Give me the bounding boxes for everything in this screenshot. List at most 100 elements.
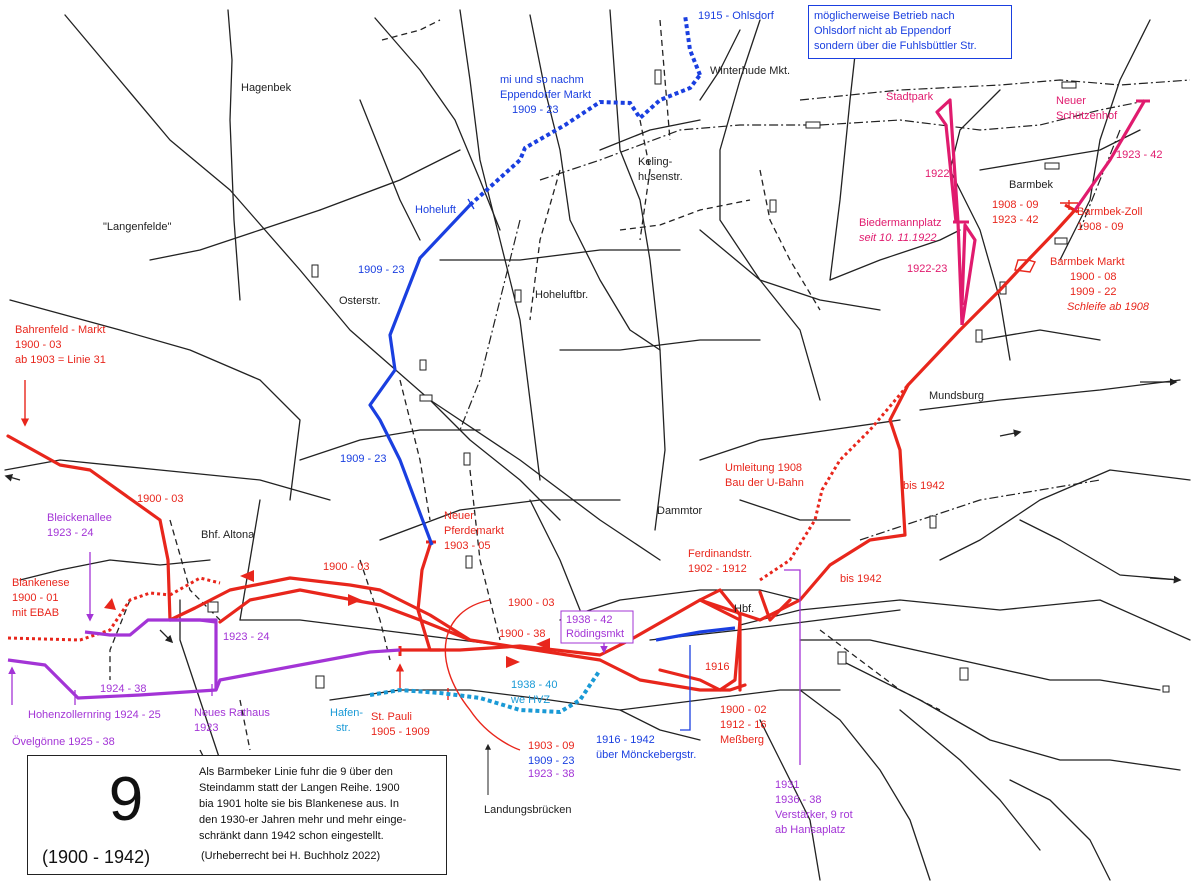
note-line: Ohlsdorf nicht ab Eppendorf — [814, 25, 951, 37]
label-bahrenfeld-3: ab 1903 = Linie 31 — [15, 354, 106, 366]
pink-route — [935, 98, 1147, 326]
label-messberg-1: 1900 - 02 — [720, 704, 766, 716]
blue-route-dotted — [468, 14, 702, 207]
label-hafenstr-1: Hafen- — [330, 707, 363, 719]
label-moenckeberg-1: 1916 - 1942 — [596, 734, 655, 746]
label-messberg-3: Meßberg — [720, 734, 764, 746]
label-barmbek-markt-1: Barmbek Markt — [1050, 256, 1125, 268]
label-umleitung-2: Bau der U-Bahn — [725, 477, 804, 489]
label-neuer-schuetzenhof-1: Neuer — [1056, 95, 1086, 107]
line-description: Als Barmbeker Linie fuhr die 9 über den … — [199, 764, 439, 844]
copyright: (Urheberrecht bei H. Buchholz 2022) — [201, 850, 381, 862]
label-years-1916: 1916 — [705, 661, 729, 673]
purple-route — [7, 618, 401, 700]
label-barmbek: Barmbek — [1009, 179, 1054, 191]
label-hoheluft: Hoheluft — [415, 204, 456, 216]
label-bhf-altona: Bhf. Altona — [201, 529, 255, 541]
label-blankenese-2: 1900 - 01 — [12, 592, 58, 604]
label-neuer-pferdemarkt-1: Neuer — [444, 510, 474, 522]
label-barmbek-zoll-years-2: 1923 - 42 — [992, 214, 1038, 226]
roedingsmkt-box — [560, 610, 634, 644]
label-eppendorf-2: Eppendorfer Markt — [500, 89, 591, 101]
base-network-dashed — [109, 19, 941, 751]
label-mundsburg: Mundsburg — [929, 390, 984, 402]
label-ohlsdorf: 1915 - Ohlsdorf — [698, 10, 775, 22]
label-years-1903-09: 1903 - 09 — [528, 740, 574, 752]
label-hbf: Hbf. — [734, 603, 754, 615]
label-blankenese-1: Blankenese — [12, 577, 70, 589]
base-network-dashdot — [459, 79, 1191, 541]
label-years-1922: 1922 — [925, 168, 949, 180]
label-ferdinandstr-1: Ferdinandstr. — [688, 548, 752, 560]
red-route — [6, 208, 1077, 692]
label-messberg-2: 1912 - 16 — [720, 719, 766, 731]
label-years-1900-03-c: 1900 - 03 — [508, 597, 554, 609]
label-neuer-pferdemarkt-3: 1903 - 05 — [444, 540, 490, 552]
label-years-1909-23-a: 1909 - 23 — [358, 264, 404, 276]
label-years-1923-24: 1923 - 24 — [223, 631, 269, 643]
label-years-1900-03-a: 1900 - 03 — [137, 493, 183, 505]
label-bis-1942-a: bis 1942 — [903, 480, 945, 492]
label-ferdinandstr-2: 1902 - 1912 — [688, 563, 747, 575]
label-seit: seit 10. 11.1922 — [859, 232, 936, 244]
label-umleitung-1: Umleitung 1908 — [725, 462, 802, 474]
line-number: 9 — [108, 765, 144, 834]
label-stadtpark: Stadtpark — [886, 91, 934, 103]
label-hafenstr-2: str. — [336, 722, 351, 734]
blue-annotations — [467, 198, 691, 731]
label-neuer-schuetzenhof-2: Schützenhof — [1056, 110, 1118, 122]
label-verstaerker-2: 1936 - 38 — [775, 794, 821, 806]
label-moenckeberg-2: über Mönckebergstr. — [596, 749, 696, 761]
description-line: Steindamm statt der Langen Reihe. 1900 — [199, 782, 400, 794]
label-years-1909-23-b: 1909 - 23 — [340, 453, 386, 465]
red-stop-bars — [398, 203, 1079, 656]
label-blankenese-3: mit EBAB — [12, 607, 59, 619]
label-years-1900-38: 1900 - 38 — [499, 628, 545, 640]
label-stpauli-2: 1905 - 1909 — [371, 726, 430, 738]
label-barmbek-markt-2: 1900 - 08 — [1070, 271, 1116, 283]
label-years-1909-23-c: 1909 - 23 — [528, 755, 574, 767]
pink-stop-bars — [953, 99, 1150, 224]
label-neues-rathaus-2: 1923 — [194, 722, 218, 734]
label-neuer-pferdemarkt-2: Pferdemarkt — [444, 525, 504, 537]
label-landungsbruecken: Landungsbrücken — [484, 804, 571, 816]
label-winterhude: Winterhude Mkt. — [710, 65, 790, 77]
label-bahrenfeld-1: Bahrenfeld - Markt — [15, 324, 105, 336]
label-bahrenfeld-2: 1900 - 03 — [15, 339, 61, 351]
label-stpauli-1: St. Pauli — [371, 711, 412, 723]
label-roedingsmkt-2: Rödingsmkt — [566, 628, 624, 640]
label-kelinghusen-2: husenstr. — [638, 171, 683, 183]
label-oevelgoenne: Övelgönne 1925 - 38 — [12, 736, 115, 748]
description-line: bia 1901 holte sie bis Blankenese aus. I… — [199, 798, 399, 810]
label-hvz-1: 1938 - 40 — [511, 679, 557, 691]
label-years-1900-03-b: 1900 - 03 — [323, 561, 369, 573]
label-barmbek-markt-4: Schleife ab 1908 — [1067, 301, 1150, 313]
description-line: den 1930-er Jahren mehr und mehr einge- — [199, 814, 407, 826]
red-route-dotted — [7, 384, 910, 642]
label-years-1924-38: 1924 - 38 — [100, 683, 146, 695]
label-eppendorf-1: mi und so nachm — [500, 74, 584, 86]
red-annotations — [20, 200, 1078, 751]
label-roedingsmkt-1: 1938 - 42 — [566, 614, 612, 626]
label-biedermannplatz: Biedermannplatz — [859, 217, 942, 229]
note-line: möglicherweise Betrieb nach — [814, 10, 955, 22]
note-box: möglicherweise Betrieb nach Ohlsdorf nic… — [808, 5, 1012, 59]
label-years-1922-23: 1922-23 — [907, 263, 947, 275]
label-barmbek-zoll-years-1: 1908 - 09 — [992, 199, 1038, 211]
label-barmbek-markt-3: 1909 - 22 — [1070, 286, 1116, 298]
label-langenfelde: "Langenfelde" — [103, 221, 171, 233]
label-hoheluftbr: Hoheluftbr. — [535, 289, 588, 301]
base-network-arrows — [4, 378, 1182, 764]
blue-route — [368, 203, 736, 642]
label-neues-rathaus-1: Neues Rathaus — [194, 707, 270, 719]
line-years: (1900 - 1942) — [42, 847, 151, 867]
line-info-box: 9 (1900 - 1942) Als Barmbeker Linie fuhr… — [27, 755, 447, 875]
label-kelinghusen-1: Keling- — [638, 156, 673, 168]
label-verstaerker-4: ab Hansaplatz — [775, 824, 845, 836]
label-verstaerker-1: 1931 — [775, 779, 799, 791]
label-bleickenallee-2: 1923 - 24 — [47, 527, 93, 539]
label-verstaerker-3: Verstärker, 9 rot — [775, 809, 853, 821]
label-bleickenallee-1: Bleickenallee — [47, 512, 112, 524]
red-direction-arrows — [104, 570, 550, 668]
